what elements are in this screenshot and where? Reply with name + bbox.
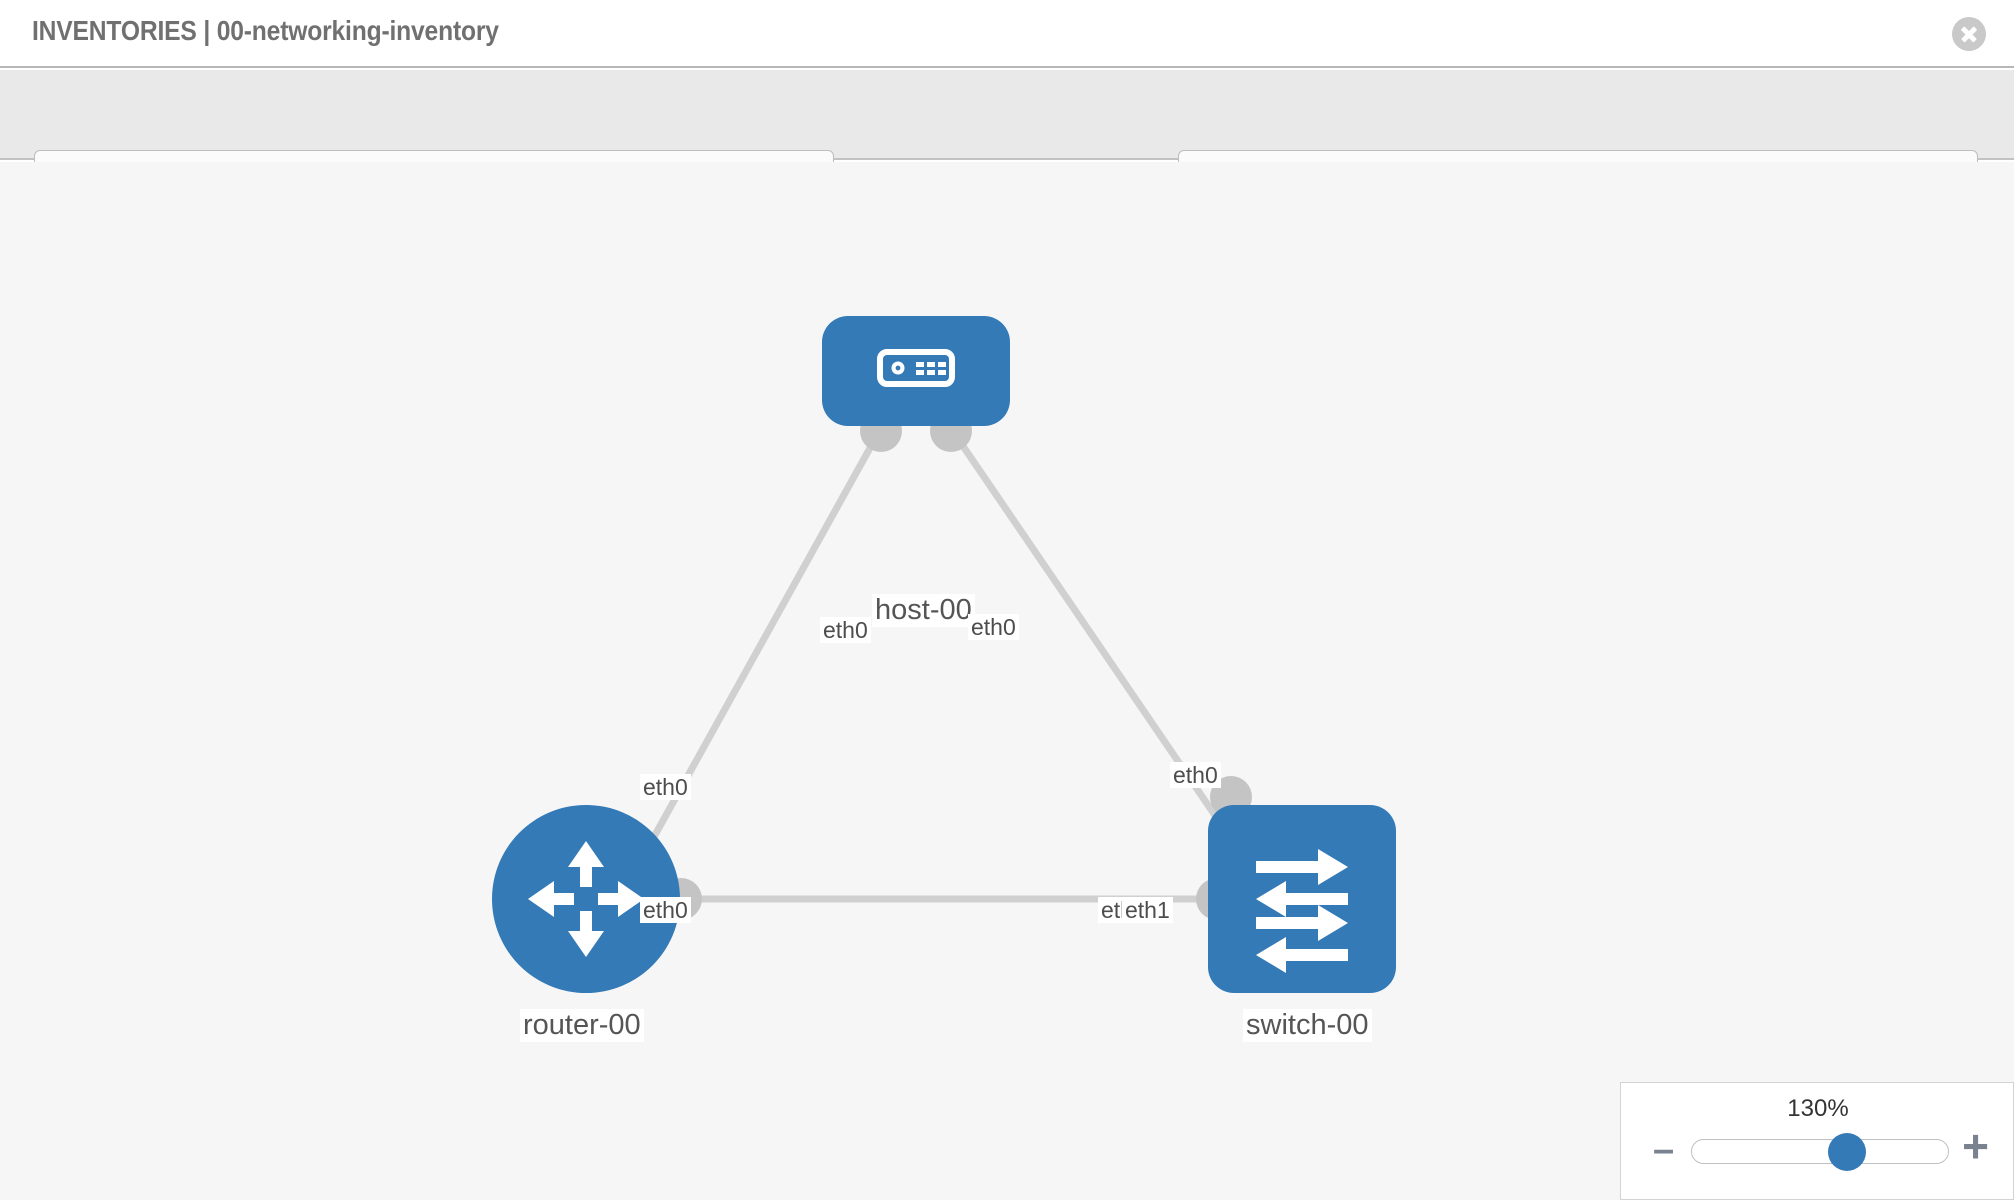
interface-label-router-right: eth0 [640, 897, 691, 924]
interface-label-switch-left-b: eth1 [1122, 897, 1173, 924]
zoom-out-button[interactable]: – [1653, 1129, 1675, 1171]
close-icon[interactable] [1952, 17, 1986, 51]
node-label-host-00: host-00 [872, 594, 975, 628]
zoom-level-value: 130% [1787, 1095, 1849, 1122]
topology-canvas[interactable]: host-00 eth0 eth0 router-00 eth0 eth0 et… [0, 162, 2014, 1200]
zoom-in-button[interactable]: + [1962, 1120, 1989, 1172]
toolbar: ACTIONS SEARCH [0, 70, 2014, 206]
zoom-slider-thumb[interactable] [1828, 1133, 1866, 1171]
switch-arrows-icon [1256, 849, 1348, 973]
link-host-switch [949, 428, 1243, 854]
interface-label-router-up: eth0 [640, 774, 691, 801]
interface-label-host-left: eth0 [820, 617, 871, 644]
window-header: INVENTORIES | 00-networking-inventory [0, 0, 2014, 68]
zoom-slider-track[interactable] [1691, 1133, 1949, 1171]
server-icon [877, 349, 955, 387]
topology-links [636, 428, 1243, 903]
interface-label-switch-up: eth0 [1170, 762, 1221, 789]
interface-label-host-right: eth0 [968, 614, 1019, 641]
node-host-00[interactable] [822, 316, 1010, 426]
node-label-switch-00: switch-00 [1243, 1009, 1372, 1043]
zoom-control-panel: 130% – + [1620, 1082, 2014, 1200]
node-switch-00[interactable] [1208, 805, 1396, 993]
node-label-router-00: router-00 [520, 1009, 644, 1043]
page-title: INVENTORIES | 00-networking-inventory [32, 15, 499, 46]
